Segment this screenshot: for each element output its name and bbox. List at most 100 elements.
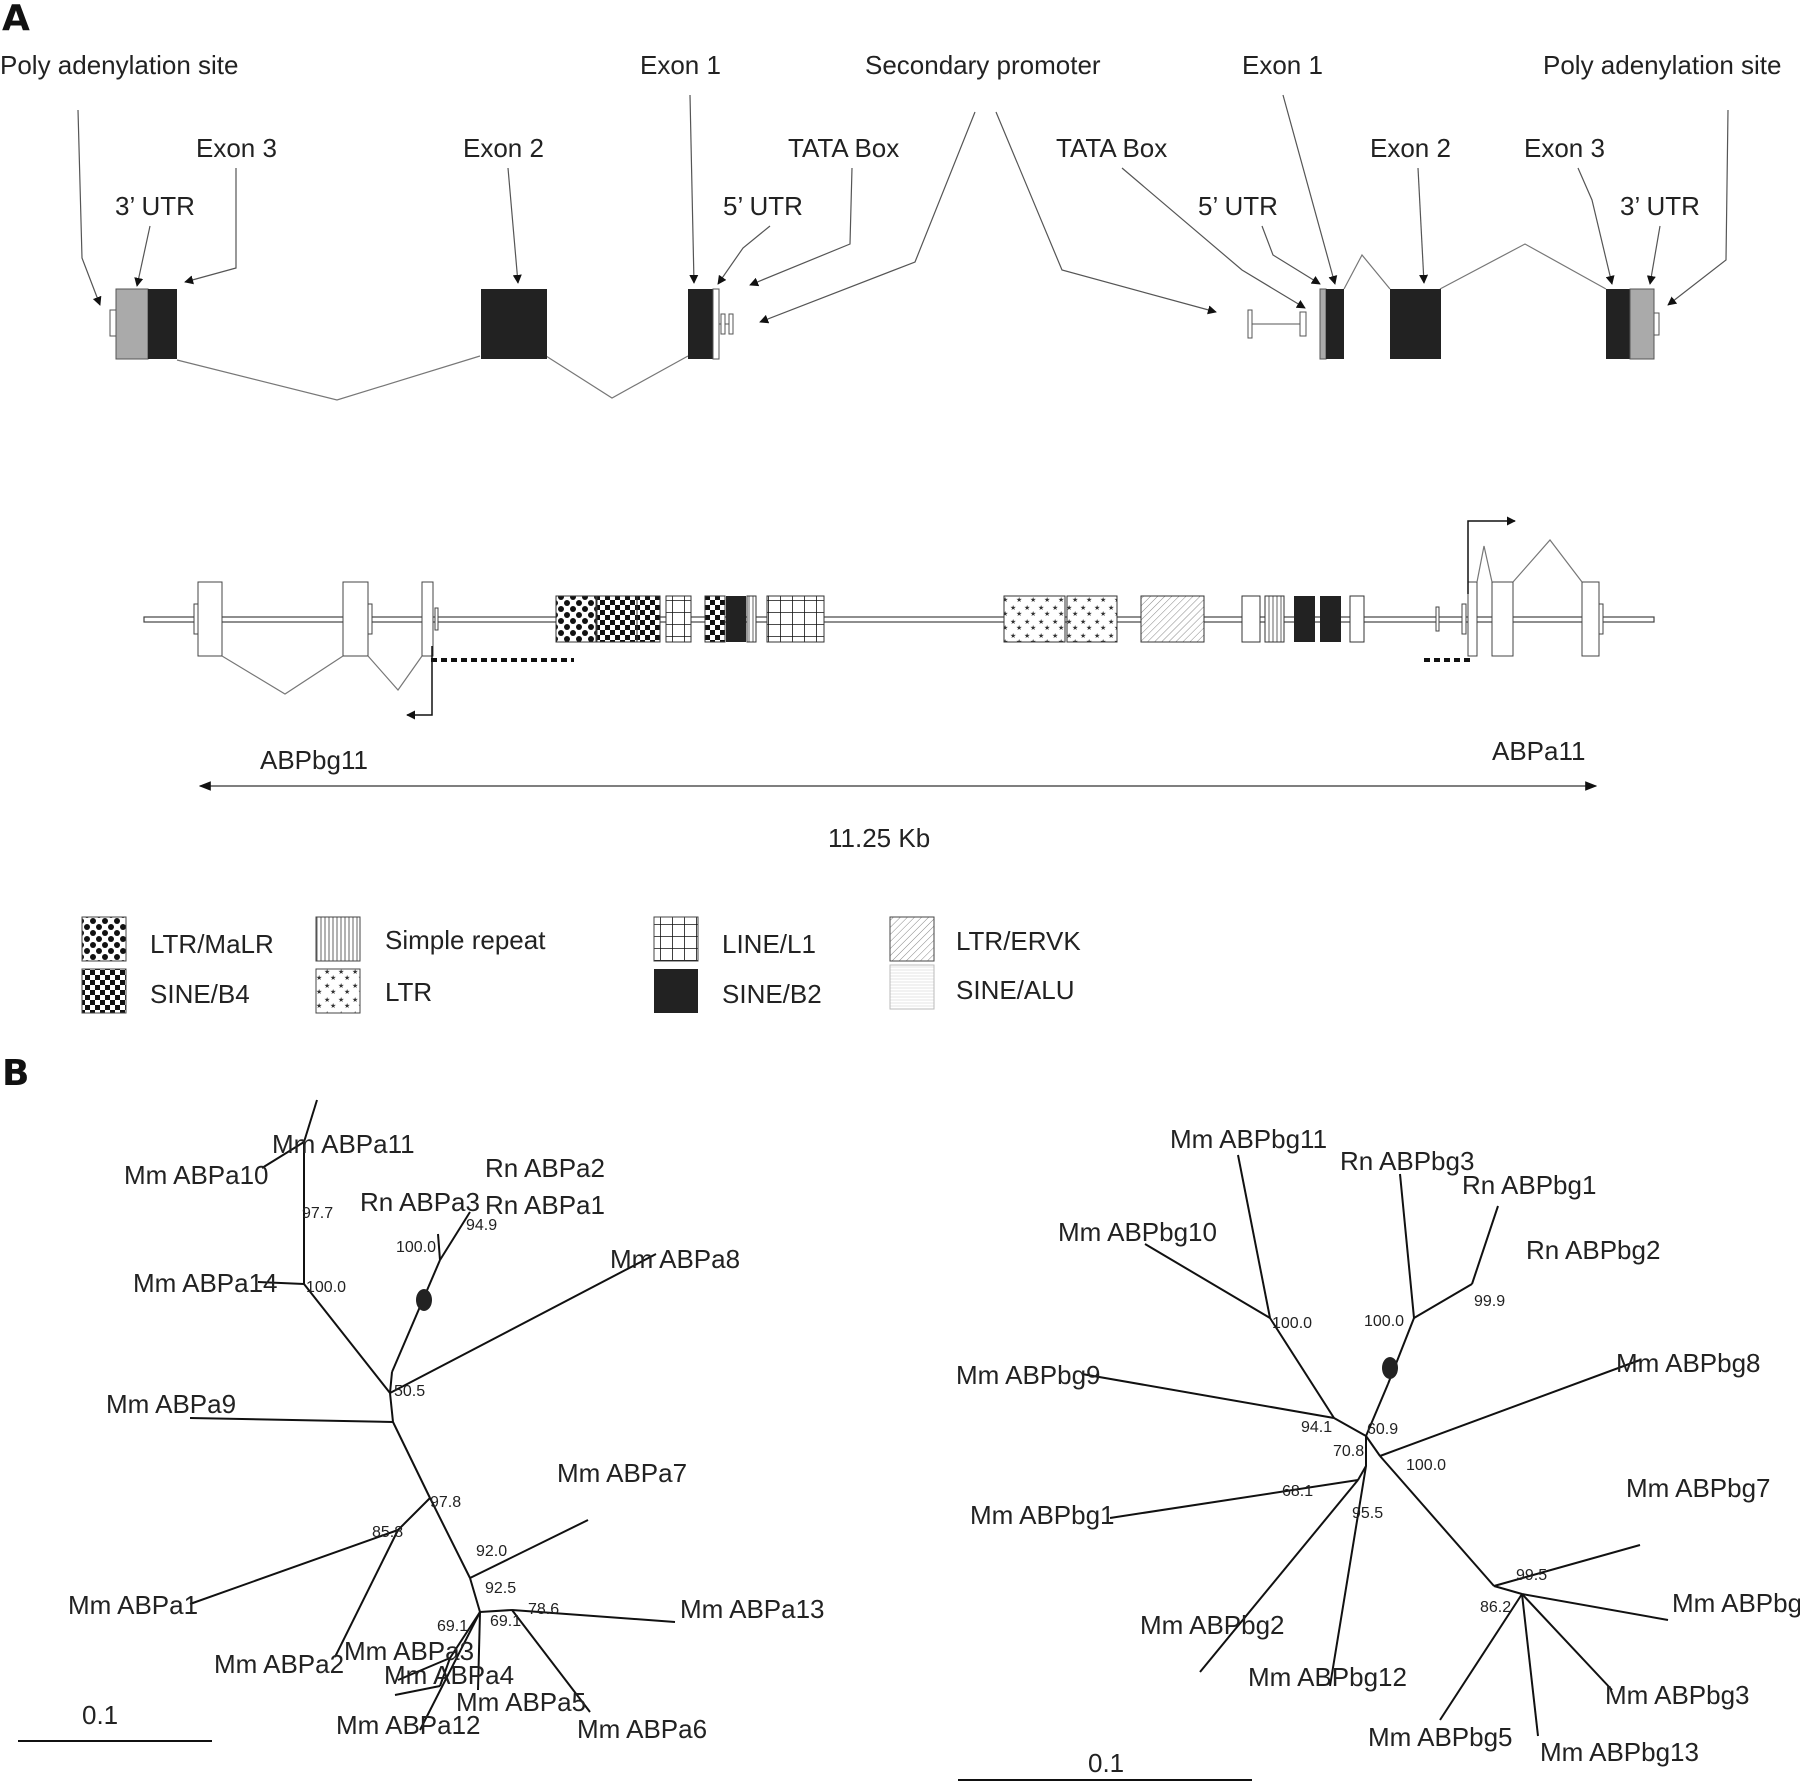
repeat-legend: LTR/MaLR SINE/B4 Simple repeat LTR LINE/…	[81, 916, 1081, 1014]
tree-branch	[1329, 1465, 1367, 1687]
taxon-label: Mm ABPbg2	[1140, 1610, 1285, 1640]
taxon-label: Rn ABPbg1	[1462, 1170, 1596, 1200]
bootstrap-value: 69.1	[490, 1613, 521, 1630]
bootstrap-value: 85.8	[372, 1524, 403, 1541]
bootstrap-value: 70.8	[1333, 1443, 1364, 1460]
legend-swatch-sine-b4	[81, 968, 127, 1014]
tree-branch	[1269, 1317, 1335, 1419]
tree-branch	[391, 1301, 423, 1373]
tree-branch	[1333, 1417, 1367, 1437]
taxon-label: Rn ABPa2	[485, 1153, 605, 1183]
bootstrap-value: 94.9	[466, 1217, 497, 1234]
taxon-label: Mm ABPa2	[214, 1649, 344, 1679]
taxon-label: Rn ABPa3	[360, 1187, 480, 1217]
exon3-right-label: Exon 3	[1524, 133, 1605, 163]
tree-branch	[1379, 1455, 1495, 1587]
tree-branch	[189, 1417, 394, 1423]
tree-branch	[437, 1233, 441, 1261]
taxon-label: Mm ABPbg10	[1058, 1217, 1217, 1247]
taxon-label: Mm ABPbg8	[1616, 1348, 1761, 1378]
taxon-label: Rn ABPbg2	[1526, 1235, 1660, 1265]
tree-branch	[439, 1657, 451, 1687]
tree-branch	[1399, 1173, 1415, 1319]
tree-branch	[394, 1685, 441, 1696]
tree-branch	[1379, 1359, 1641, 1457]
legend-swatch-ltr-ervk	[889, 916, 935, 962]
taxon-label: Mm ABPbg3	[1605, 1680, 1750, 1710]
taxon-label: Mm ABPa8	[610, 1244, 740, 1274]
tree-branch	[511, 1609, 676, 1623]
legend-swatch-simple-repeat	[315, 916, 361, 962]
distance-label: 11.25 Kb	[828, 823, 930, 853]
taxon-label: Mm ABPbg5	[1368, 1722, 1513, 1752]
bootstrap-value: 100.0	[1364, 1313, 1404, 1330]
tree-branch	[1413, 1283, 1473, 1319]
exon2-right-label: Exon 2	[1370, 133, 1451, 163]
taxon-label: Mm ABPbg13	[1540, 1737, 1699, 1767]
scale-label-right: 0.1	[1088, 1748, 1124, 1778]
tree-branch	[511, 1609, 591, 1713]
taxon-label: Mm ABPbg12	[1248, 1662, 1407, 1692]
bootstrap-value: 95.5	[1352, 1505, 1383, 1522]
bootstrap-value: 100.0	[396, 1239, 436, 1256]
legend-swatch-sine-b2	[654, 969, 698, 1013]
taxon-label: Mm ABPbg11	[1170, 1124, 1327, 1154]
exon1-right-label: Exon 1	[1242, 50, 1323, 80]
tree-branch	[1109, 1479, 1359, 1519]
panel-label-b: B	[2, 1053, 29, 1094]
taxon-label: Rn ABPbg3	[1340, 1146, 1474, 1176]
legend-label-line-l1: LINE/L1	[722, 929, 816, 959]
tree-abpa-labels: Mm ABPa11 Mm ABPa10 Rn ABPa2 Rn ABPa3 Rn…	[18, 1129, 825, 1744]
tree-branch	[1199, 1479, 1359, 1673]
utr3-right-label: 3’ UTR	[1620, 191, 1700, 221]
tree-branch	[1365, 1383, 1389, 1437]
taxon-label: Mm ABPbg1	[970, 1500, 1115, 1530]
bootstrap-value: 97.8	[430, 1494, 461, 1511]
taxon-label: Mm ABPa1	[68, 1590, 198, 1620]
tree-branch	[1144, 1243, 1271, 1319]
tata-box-right-label: TATA Box	[1056, 133, 1167, 163]
annotation-pointers	[77, 94, 1729, 324]
tree-branch	[1521, 1593, 1613, 1691]
tree-branch	[419, 1611, 481, 1731]
poly-a-site-right-label: Poly adenylation site	[1543, 50, 1781, 80]
legend-swatch-ltr	[315, 968, 361, 1014]
tree-branch	[334, 1529, 399, 1658]
taxon-label: Mm ABPbg7	[1626, 1473, 1771, 1503]
tree-branch	[303, 1099, 318, 1143]
tree-branch	[389, 1253, 657, 1394]
exon3-left-label: Exon 3	[196, 133, 277, 163]
taxon-label: Mm ABPa5	[456, 1687, 586, 1717]
bootstrap-value: 78.6	[528, 1601, 559, 1618]
utr5-left-label: 5’ UTR	[723, 191, 803, 221]
scale-label-left: 0.1	[82, 1700, 118, 1730]
gene-label-abpbg11: ABPbg11	[260, 745, 368, 775]
bootstrap-value: 92.0	[476, 1543, 507, 1560]
legend-swatch-sine-alu	[889, 964, 935, 1010]
tree-branch	[1081, 1373, 1335, 1419]
bootstrap-value: 97.7	[302, 1205, 333, 1222]
poly-a-site-left-label: Poly adenylation site	[0, 50, 238, 80]
rat-clade-marker	[1382, 1357, 1398, 1379]
tree-branch	[429, 1497, 471, 1579]
bootstrap-value: 99.9	[1474, 1293, 1505, 1310]
tree-branch	[392, 1421, 431, 1499]
tree-branch	[1493, 1544, 1641, 1587]
tree-branch	[389, 1371, 393, 1394]
tree-branch	[1521, 1593, 1669, 1621]
legend-label-simple-repeat: Simple repeat	[385, 925, 546, 955]
taxon-label: Mm ABPa10	[124, 1160, 269, 1190]
taxon-label: Mm ABPa3	[344, 1636, 474, 1666]
legend-label-sine-b4: SINE/B4	[150, 979, 250, 1009]
tree-branch	[397, 1497, 431, 1531]
utr3-left-label: 3’ UTR	[115, 191, 195, 221]
bootstrap-value: 86.2	[1480, 1599, 1511, 1616]
secondary-promoter-label: Secondary promoter	[865, 50, 1101, 80]
taxon-label: Mm ABPa11	[272, 1129, 415, 1159]
tree-branch	[1237, 1154, 1271, 1319]
bootstrap-value: 100.0	[1406, 1457, 1446, 1474]
tree-abpbg	[1081, 1154, 1669, 1737]
tree-branch	[479, 1609, 513, 1613]
bootstrap-value: 94.1	[1301, 1419, 1332, 1436]
tree-branch	[469, 1519, 589, 1579]
